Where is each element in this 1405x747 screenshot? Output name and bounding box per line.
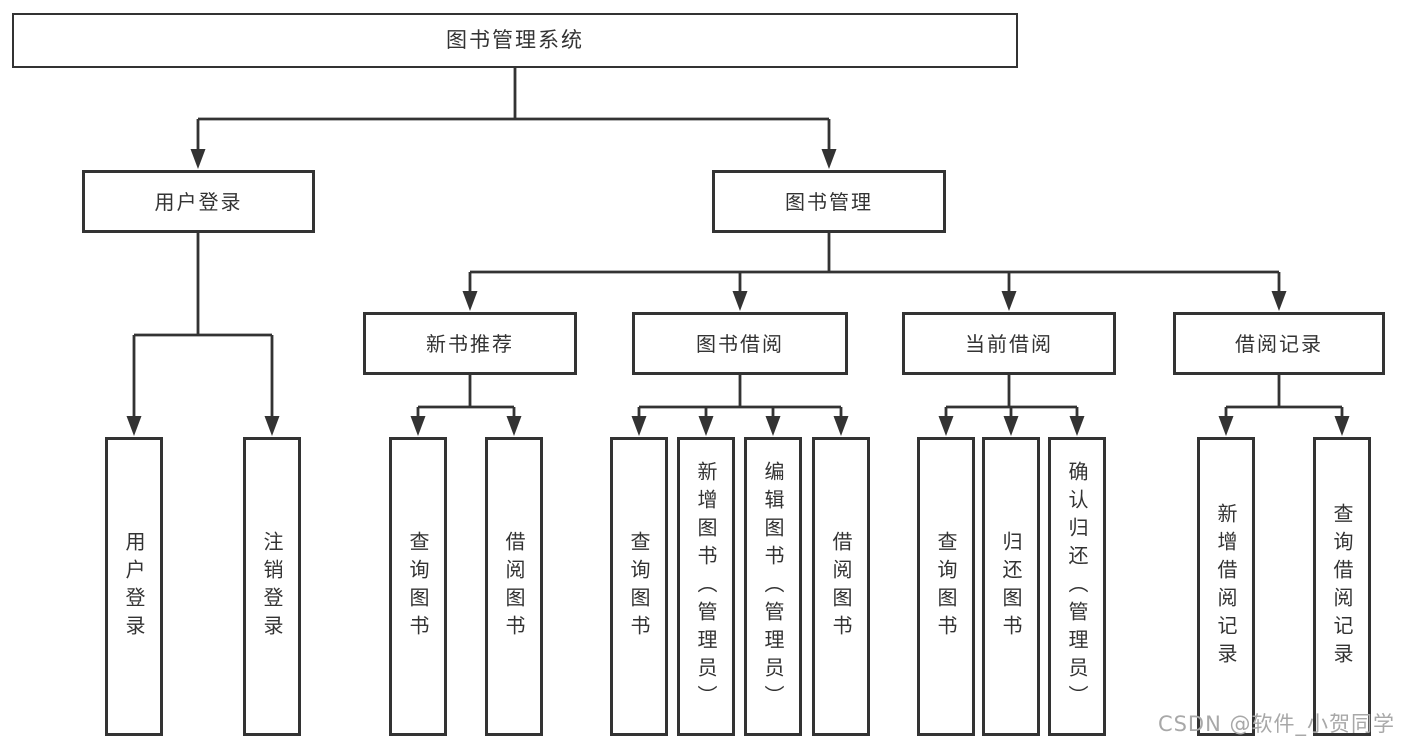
- leaf-rec-borrow-book: 借阅图书: [485, 437, 543, 736]
- node-current-borrowing: 当前借阅: [902, 312, 1116, 375]
- leaf-user-login: 用户登录: [105, 437, 163, 736]
- leaf-cb-confirm-return-label: 确认归还（管理员）: [1065, 460, 1089, 713]
- leaf-bb-add-book-label: 新增图书（管理员）: [694, 460, 718, 713]
- arrowhead-icon: [833, 416, 849, 436]
- arrowhead-icon: [264, 416, 280, 436]
- arrowhead-icon: [765, 416, 781, 436]
- leaf-cb-return-book: 归还图书: [982, 437, 1040, 736]
- node-borrowing-records: 借阅记录: [1173, 312, 1385, 375]
- leaf-cb-return-book-label: 归还图书: [999, 530, 1023, 643]
- arrowhead-icon: [190, 149, 206, 169]
- arrowhead-icon: [1003, 416, 1019, 436]
- arrowhead-icon: [631, 416, 647, 436]
- leaf-rec-query-book: 查询图书: [389, 437, 447, 736]
- arrowhead-icon: [698, 416, 714, 436]
- node-book-management: 图书管理: [712, 170, 946, 233]
- leaf-logout: 注销登录: [243, 437, 301, 736]
- node-new-book-recommendation-label: 新书推荐: [426, 331, 514, 356]
- node-root: 图书管理系统: [12, 13, 1018, 68]
- leaf-bb-edit-book-label: 编辑图书（管理员）: [761, 460, 785, 713]
- node-book-borrowing-label: 图书借阅: [696, 331, 784, 356]
- connector-book-borrow-to-leaves: [631, 375, 849, 436]
- node-current-borrowing-label: 当前借阅: [965, 331, 1053, 356]
- leaf-rec-query-book-label: 查询图书: [406, 530, 430, 643]
- leaf-cb-confirm-return: 确认归还（管理员）: [1048, 437, 1106, 736]
- arrowhead-icon: [938, 416, 954, 436]
- leaf-rec-borrow-book-label: 借阅图书: [502, 530, 526, 643]
- leaf-br-add-record: 新增借阅记录: [1197, 437, 1255, 736]
- arrowhead-icon: [462, 291, 478, 311]
- arrowhead-icon: [821, 149, 837, 169]
- leaf-bb-borrow-book: 借阅图书: [812, 437, 870, 736]
- leaf-bb-query-book: 查询图书: [610, 437, 668, 736]
- connector-root-to-level2: [190, 68, 837, 169]
- leaf-cb-query-book: 查询图书: [917, 437, 975, 736]
- connector-book-mgmt-to-level3: [462, 233, 1287, 311]
- connector-current-borrow-to-leaves: [938, 375, 1085, 436]
- arrowhead-icon: [1069, 416, 1085, 436]
- node-user-login: 用户登录: [82, 170, 315, 233]
- connector-new-book-rec-to-leaves: [410, 375, 522, 436]
- leaf-logout-label: 注销登录: [260, 530, 284, 643]
- leaf-br-add-record-label: 新增借阅记录: [1214, 502, 1238, 671]
- arrowhead-icon: [126, 416, 142, 436]
- arrowhead-icon: [506, 416, 522, 436]
- leaf-bb-edit-book: 编辑图书（管理员）: [744, 437, 802, 736]
- leaf-bb-borrow-book-label: 借阅图书: [829, 530, 853, 643]
- node-user-login-label: 用户登录: [154, 189, 243, 214]
- leaf-br-query-record-label: 查询借阅记录: [1330, 502, 1354, 671]
- arrowhead-icon: [732, 291, 748, 311]
- node-new-book-recommendation: 新书推荐: [363, 312, 577, 375]
- leaf-cb-query-book-label: 查询图书: [934, 530, 958, 643]
- node-book-borrowing: 图书借阅: [632, 312, 848, 375]
- connector-borrow-records-to-leaves: [1218, 375, 1350, 436]
- node-root-label: 图书管理系统: [446, 28, 584, 52]
- node-borrowing-records-label: 借阅记录: [1235, 331, 1323, 356]
- leaf-br-query-record: 查询借阅记录: [1313, 437, 1371, 736]
- arrowhead-icon: [1218, 416, 1234, 436]
- arrowhead-icon: [1271, 291, 1287, 311]
- leaf-user-login-label: 用户登录: [122, 530, 146, 643]
- arrowhead-icon: [410, 416, 426, 436]
- leaf-bb-add-book: 新增图书（管理员）: [677, 437, 735, 736]
- arrowhead-icon: [1001, 291, 1017, 311]
- leaf-bb-query-book-label: 查询图书: [627, 530, 651, 643]
- arrowhead-icon: [1334, 416, 1350, 436]
- node-book-management-label: 图书管理: [785, 189, 873, 214]
- connector-user-login-to-leaves: [126, 233, 280, 436]
